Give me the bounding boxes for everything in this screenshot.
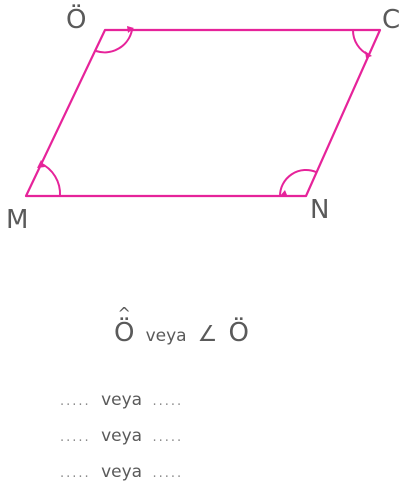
statement-connector: veya <box>145 326 187 346</box>
answer-blank-right: ..... <box>152 466 184 481</box>
vertex-label-top-right: C <box>382 5 400 35</box>
angle-arrow-m <box>37 160 45 168</box>
answer-blank-right: ..... <box>152 394 184 409</box>
statement-angle-letter: Ö <box>228 318 249 348</box>
statement-letter: Ö <box>114 318 135 348</box>
parallelogram-figure: Ö C M N <box>6 3 400 235</box>
angle-arrow-n <box>280 190 287 196</box>
angle-arrow-c <box>365 51 372 58</box>
angle-notation-statement: ^ Ö veya ∠ Ö <box>114 306 374 364</box>
angle-arc-o <box>95 29 133 54</box>
answer-connector: veya <box>101 462 143 482</box>
vertex-label-top-left: Ö <box>66 3 86 35</box>
answer-row-1: ..... veya ..... <box>60 390 183 410</box>
answer-connector: veya <box>101 426 143 446</box>
parallelogram-shape <box>24 28 382 198</box>
answer-blank-left: ..... <box>60 466 91 481</box>
answer-blank-left: ..... <box>60 430 91 445</box>
answer-blank-right: ..... <box>152 430 184 445</box>
answer-row-2: ..... veya ..... <box>60 426 183 446</box>
answer-blank-left: ..... <box>60 394 91 409</box>
angle-arc-m <box>39 162 62 197</box>
answer-connector: veya <box>101 390 143 410</box>
hat-angle-letter: ^ Ö <box>114 306 135 349</box>
angle-symbol: ∠ <box>197 322 218 347</box>
answer-row-3: ..... veya ..... <box>60 462 183 482</box>
angle-arrow-o <box>127 26 134 33</box>
vertex-label-bottom-right: N <box>310 195 329 225</box>
hat-symbol: ^ <box>117 304 131 323</box>
vertex-label-bottom-left: M <box>6 205 28 235</box>
angle-arc-c <box>351 29 370 56</box>
angle-arc-n <box>279 169 317 197</box>
